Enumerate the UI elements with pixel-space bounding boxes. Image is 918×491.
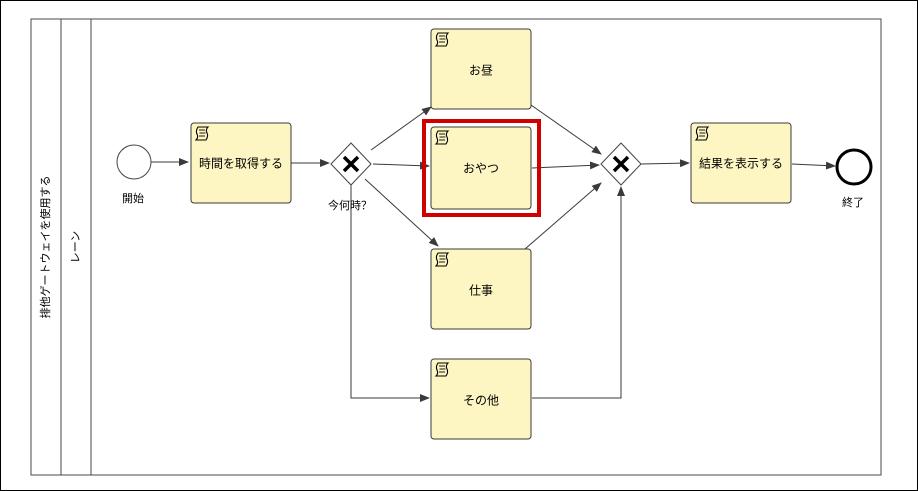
exclusive-gateway-split[interactable] <box>330 142 372 186</box>
flow-gateway-to-other <box>350 184 430 402</box>
flow-other-to-merge <box>532 186 625 399</box>
task-other-label: その他 <box>463 394 499 408</box>
task-lunch[interactable]: お昼 <box>430 28 532 110</box>
lane-label: レーン <box>69 231 82 263</box>
task-lunch-label: お昼 <box>469 64 493 78</box>
flow-work-to-merge <box>524 182 602 250</box>
task-other[interactable]: その他 <box>430 358 532 440</box>
flow-lunch-to-merge <box>530 104 602 155</box>
selection-highlight <box>422 119 541 217</box>
sequence-flows <box>151 104 836 402</box>
flow-snack-to-merge <box>531 161 600 170</box>
task-get-time-label: 時間を取得する <box>199 156 283 171</box>
task-work[interactable]: 仕事 <box>430 248 532 330</box>
task-snack[interactable]: おやつ <box>430 126 532 210</box>
flow-gateway-to-lunch <box>370 106 432 151</box>
flow-merge-to-show-result <box>640 159 690 168</box>
end-event-label: 終了 <box>842 195 864 209</box>
exclusive-gateway-merge[interactable] <box>600 142 642 186</box>
task-snack-label: おやつ <box>463 162 499 176</box>
flow-gateway-to-work <box>364 178 439 247</box>
x-icon <box>342 155 360 173</box>
flow-show-result-to-end <box>791 161 836 170</box>
start-event-label: 開始 <box>122 191 144 205</box>
task-show-result-label: 結果を表示する <box>699 157 783 171</box>
start-event[interactable] <box>116 144 152 180</box>
task-get-time[interactable]: 時間を取得する <box>190 122 292 204</box>
task-show-result[interactable]: 結果を表示する <box>690 122 792 204</box>
pool-label: 排他ゲートウェイを使用する <box>38 176 52 319</box>
gateway-split-label: 今何時？ <box>328 198 372 212</box>
end-event[interactable] <box>835 148 873 186</box>
task-work-label: 仕事 <box>469 284 493 298</box>
x-icon <box>612 155 630 173</box>
flow-gateway-to-snack <box>372 161 430 170</box>
